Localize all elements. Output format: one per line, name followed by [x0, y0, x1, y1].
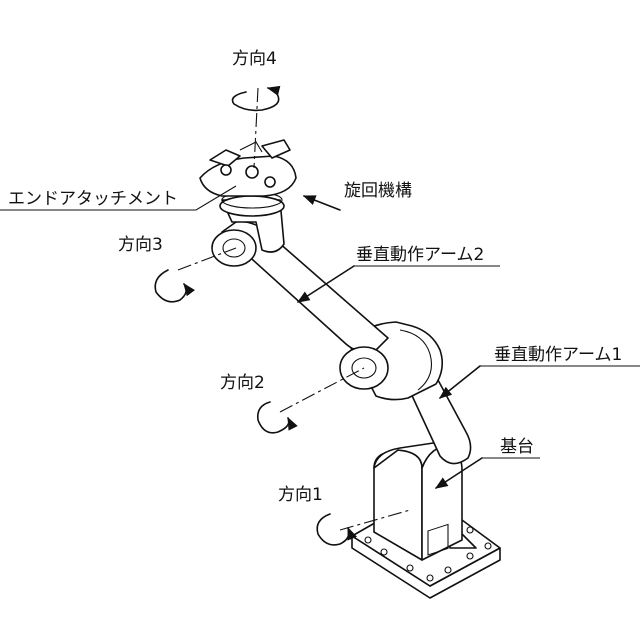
rotation-arrow-dir4	[233, 88, 279, 110]
label-dir2: 方向2	[220, 373, 265, 393]
leader-arm1	[440, 366, 480, 398]
axis-2-line	[280, 368, 364, 412]
label-dir1: 方向1	[278, 485, 323, 505]
label-dir4: 方向4	[232, 49, 277, 69]
label-arm2: 垂直動作アーム2	[356, 245, 484, 265]
axis-4-line	[254, 88, 258, 168]
label-rotation-mechanism: 旋回機構	[344, 181, 412, 201]
rotation-arrow-dir3	[155, 270, 186, 302]
leader-rotation-mechanism	[304, 196, 340, 210]
label-end-attachment: エンドアタッチメント	[8, 189, 178, 209]
end-attachment	[200, 140, 296, 196]
label-arm1: 垂直動作アーム1	[494, 345, 622, 365]
rotation-arrow-dir1	[317, 514, 349, 545]
label-dir3: 方向3	[118, 235, 163, 255]
rotation-arrow-dir2	[258, 402, 289, 433]
label-base: 基台	[500, 437, 534, 457]
